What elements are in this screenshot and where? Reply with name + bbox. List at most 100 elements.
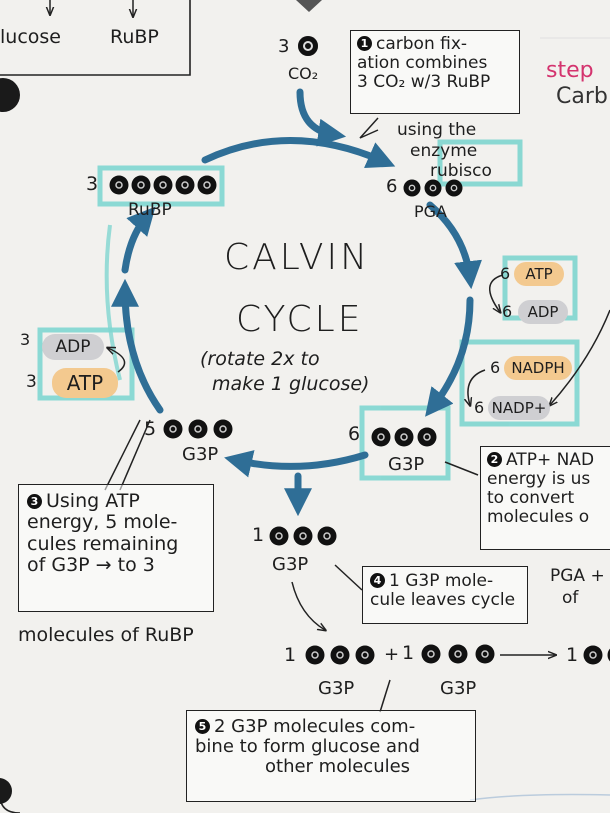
cycle-arrow-left-bottom: [111, 278, 164, 414]
adp-left-count: 3: [20, 330, 31, 349]
atp-right-count: 6: [500, 264, 511, 283]
highlight-nadph: [459, 339, 580, 427]
note4-pointer: [334, 564, 363, 591]
cycle-arrow-top: [201, 137, 396, 169]
nadph-pill: NADPH: [504, 356, 572, 380]
carbon-molecule-icon: [298, 36, 318, 56]
note4-line-1: 1 G3P mole-: [389, 571, 494, 591]
carbon-molecule-icon: [403, 179, 463, 197]
highlight-g3p-right: [359, 405, 451, 481]
nadph-to-nadp-arrow: [468, 369, 486, 405]
result-carbons: [582, 644, 610, 666]
g3p-b-count: 1: [402, 642, 415, 664]
g3p-right-carbons: [370, 426, 438, 448]
left-atp-to-adp-arrow: [108, 348, 126, 373]
binder-hole-icon: [0, 78, 20, 112]
cycle-subtitle-line1: (rotate 2x to: [200, 348, 320, 370]
g3p-right-label: G3P: [388, 454, 425, 475]
note2-line-1: ATP+ NAD: [506, 450, 595, 470]
atp-right-label: ATP: [525, 265, 553, 283]
note3-pointer: [104, 419, 141, 491]
cycle-arrow-right-mid: [425, 296, 474, 417]
note4-line-2: cule leaves cycle: [370, 590, 516, 611]
note3-line-1: Using ATP: [46, 490, 140, 512]
nadph-label: NADPH: [511, 359, 565, 377]
cycle-title-line2: CYCLE: [236, 299, 364, 340]
bottom-edge-line: [469, 793, 610, 801]
adp-right-pill: ADP: [518, 300, 568, 324]
rubp-top-label: RuBP: [110, 26, 159, 48]
step-number-badge: 3: [27, 494, 42, 509]
co2-label: CO₂: [288, 64, 319, 83]
rubp-count: 3: [86, 173, 99, 195]
carbon-molecule-icon: [109, 175, 217, 195]
g3p-b-carbons: [420, 643, 498, 665]
note3-line-4: of G3P → to 3: [27, 553, 155, 576]
note2-line-4: molecules o: [487, 507, 590, 528]
cycle-title-line1: CALVIN: [224, 237, 371, 278]
g3p-exit-count: 1: [252, 524, 265, 546]
note1-line-5: enzyme: [410, 141, 478, 161]
carbon-molecule-icon: [163, 419, 233, 439]
step-label: step: [546, 58, 594, 83]
carbon-molecule-icon: [421, 644, 495, 664]
carb-label: Carb: [556, 84, 608, 109]
top-left-box-outline: [0, 0, 191, 76]
highlight-left-atp: [37, 327, 135, 401]
g3p-exit-to-a-arrow: [291, 581, 325, 630]
note3-line-2: energy, 5 mole-: [27, 511, 178, 534]
note5-line-2: bine to form glucose and: [195, 736, 420, 758]
step-number-badge: 5: [195, 719, 210, 734]
glucose-label: lucose: [0, 26, 61, 48]
right-edge-pga: PGA +: [550, 566, 605, 586]
note5-box: 5 2 G3P molecules com- bine to form gluco…: [186, 710, 476, 802]
step-number-badge: 4: [370, 573, 385, 588]
note5-line-3: other molecules: [265, 756, 411, 778]
atp-right-pill: ATP: [514, 262, 564, 286]
g3p-a-carbons: [304, 644, 378, 666]
cycle-subtitle-line2: make 1 glucose): [212, 373, 370, 395]
left-arc-highlight: [104, 224, 122, 381]
rubp-label: RuBP: [128, 200, 172, 220]
note1-line-6: rubisco: [430, 161, 492, 181]
adp-right-count: 6: [502, 302, 513, 321]
adp-right-label: ADP: [527, 303, 559, 321]
note4-box: 4 1 G3P mole- cule leaves cycle: [362, 566, 528, 624]
g3p-left-carbons: [162, 418, 236, 440]
note3-pointer-2: [119, 419, 151, 491]
nadph-count: 6: [490, 358, 501, 377]
carbon-molecule-icon: [371, 427, 437, 447]
note2-line-2: energy is us: [487, 469, 591, 490]
g3p-right-count: 6: [348, 423, 361, 445]
co2-count: 3: [278, 36, 290, 57]
g3p-a-count: 1: [284, 644, 297, 666]
rubp-carbons: [108, 174, 220, 196]
top-triangle-icon: [296, 0, 322, 12]
result-count: 1: [566, 644, 579, 666]
carbon-molecule-icon: [305, 645, 375, 665]
atp-left-count: 3: [26, 372, 37, 392]
note1-line-1: carbon fix-: [376, 34, 468, 54]
adp-left-pill: ADP: [42, 334, 104, 360]
nadp-pill: NADP+: [488, 396, 550, 420]
atp-left-pill: ATP: [52, 368, 118, 398]
nadp-count: 6: [474, 398, 485, 417]
highlight-co2-note: [437, 139, 523, 187]
right-energy-return-arrow: [550, 309, 610, 405]
note3-box: 3 Using ATP energy, 5 mole- cules remaini…: [18, 484, 214, 612]
note5-line-1: 2 G3P molecules com-: [214, 716, 416, 737]
pga-label: PGA: [414, 202, 447, 221]
cycle-arrow-left-top: [121, 206, 156, 274]
note3-line-3: cules remaining: [27, 532, 179, 555]
note3-line-5: molecules of RuBP: [18, 624, 194, 646]
pga-carbons: [402, 178, 466, 198]
cycle-arrow-bottom: [224, 450, 369, 478]
note2-line-3: to convert: [487, 488, 575, 509]
g3p-exit-carbons: [268, 525, 340, 547]
note5-pointer: [379, 679, 391, 713]
pga-count: 6: [386, 176, 398, 197]
right-edge-of: of: [562, 588, 579, 608]
g3p-b-label: G3P: [440, 678, 477, 699]
